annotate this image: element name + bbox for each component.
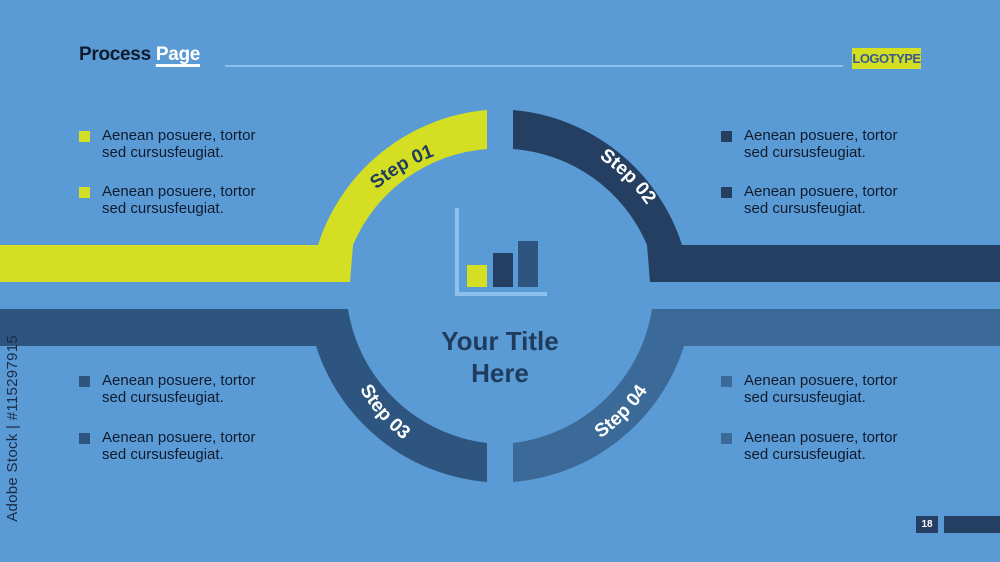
center-title-line1: Your Title xyxy=(441,326,559,356)
bullet-text-line2: sed cursusfeugiat. xyxy=(102,389,224,406)
footer-bar xyxy=(944,516,1000,533)
bullet-text-line1: Aenean posuere, tortor xyxy=(744,372,898,389)
bullet-square-icon xyxy=(79,433,90,444)
bullet-square-icon xyxy=(79,376,90,387)
step-04-band xyxy=(513,309,1000,482)
bullet-text-line2: sed cursusfeugiat. xyxy=(102,200,224,217)
bullet-text-line1: Aenean posuere, tortor xyxy=(744,183,898,200)
bullet-square-icon xyxy=(721,433,732,444)
bullet-text-line1: Aenean posuere, tortor xyxy=(744,429,898,446)
bar-chart-icon xyxy=(455,208,547,296)
bullet-square-icon xyxy=(721,187,732,198)
bullet-text-line1: Aenean posuere, tortor xyxy=(102,183,256,200)
bullet-text-line2: sed cursusfeugiat. xyxy=(744,144,866,161)
page-title: Process Page xyxy=(79,44,200,66)
bullet-text-line1: Aenean posuere, tortor xyxy=(102,429,256,446)
bullet-square-icon xyxy=(79,187,90,198)
step-01-band xyxy=(0,110,487,282)
center-title-line2: Here xyxy=(471,358,529,388)
page-title-part2: Page xyxy=(155,44,201,65)
center-title: Your Title Here xyxy=(400,325,600,389)
bullet-text-line1: Aenean posuere, tortor xyxy=(744,127,898,144)
page-number: 18 xyxy=(916,516,938,533)
bullet-square-icon xyxy=(79,131,90,142)
bullet-square-icon xyxy=(721,131,732,142)
header-divider xyxy=(225,65,843,67)
bullet-text-line2: sed cursusfeugiat. xyxy=(744,200,866,217)
bullet-square-icon xyxy=(721,376,732,387)
bullet-text-line1: Aenean posuere, tortor xyxy=(102,127,256,144)
step-02-band xyxy=(513,110,1000,282)
bullet-text-line2: sed cursusfeugiat. xyxy=(744,389,866,406)
bullet-text-line2: sed cursusfeugiat. xyxy=(102,144,224,161)
step-03-band xyxy=(0,309,487,482)
page-title-part1: Process xyxy=(79,44,156,65)
bullet-text-line2: sed cursusfeugiat. xyxy=(102,446,224,463)
bullet-text-line2: sed cursusfeugiat. xyxy=(744,446,866,463)
logotype: LOGOTYPE xyxy=(852,48,921,69)
stock-watermark-text: Adobe Stock | #115297915 xyxy=(4,335,21,522)
bullet-text-line1: Aenean posuere, tortor xyxy=(102,372,256,389)
